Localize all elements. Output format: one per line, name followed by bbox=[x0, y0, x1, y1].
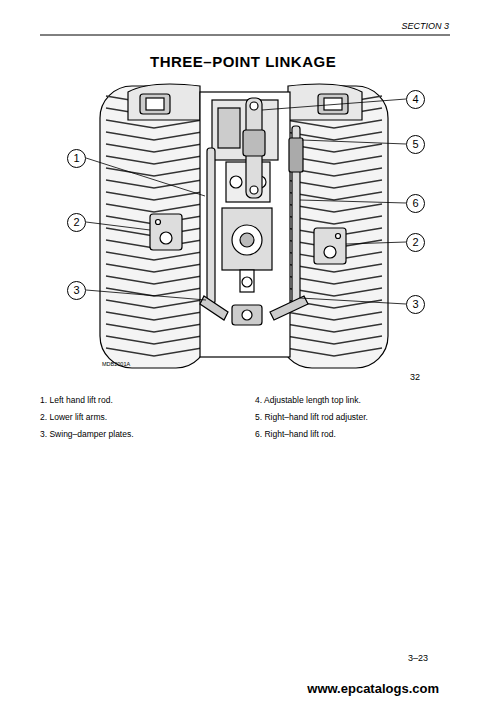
page-number: 3–23 bbox=[408, 654, 428, 664]
callout-number: 6 bbox=[412, 198, 418, 209]
legend-item: 6. Right–hand lift rod. bbox=[255, 430, 336, 439]
legend-item: 3. Swing–damper plates. bbox=[40, 430, 134, 439]
callout-circle: 4 bbox=[406, 90, 425, 109]
callout-circle: 3 bbox=[67, 281, 86, 300]
section-header: SECTION 3 bbox=[401, 22, 449, 32]
callout-number: 4 bbox=[412, 94, 418, 105]
callout-number: 2 bbox=[73, 217, 79, 228]
callout-number: 3 bbox=[412, 299, 418, 310]
figure-code: MDB2001A bbox=[102, 361, 130, 367]
legend-item: 1. Left hand lift rod. bbox=[40, 396, 113, 405]
callout-number: 2 bbox=[412, 237, 418, 248]
callout-circle: 2 bbox=[406, 233, 425, 252]
tractor-rear-view bbox=[100, 84, 388, 368]
callout-number: 1 bbox=[73, 153, 79, 164]
callout-circle: 2 bbox=[67, 213, 86, 232]
callout-number: 5 bbox=[412, 139, 418, 150]
callout-circle: 5 bbox=[406, 135, 425, 154]
callout-circle: 1 bbox=[67, 149, 86, 168]
callout-circle: 3 bbox=[406, 295, 425, 314]
header-rule bbox=[40, 35, 450, 36]
callout-number: 3 bbox=[73, 285, 79, 296]
legend-item: 5. Right–hand lift rod adjuster. bbox=[255, 413, 368, 422]
callout-circle: 6 bbox=[406, 194, 425, 213]
figure-number: 32 bbox=[410, 373, 420, 383]
legend-item: 4. Adjustable length top link. bbox=[255, 396, 361, 405]
leader-lines bbox=[86, 99, 406, 304]
legend-item: 2. Lower lift arms. bbox=[40, 413, 107, 422]
watermark: www.epcatalogs.com bbox=[307, 682, 439, 696]
page-title: THREE–POINT LINKAGE bbox=[150, 54, 336, 71]
